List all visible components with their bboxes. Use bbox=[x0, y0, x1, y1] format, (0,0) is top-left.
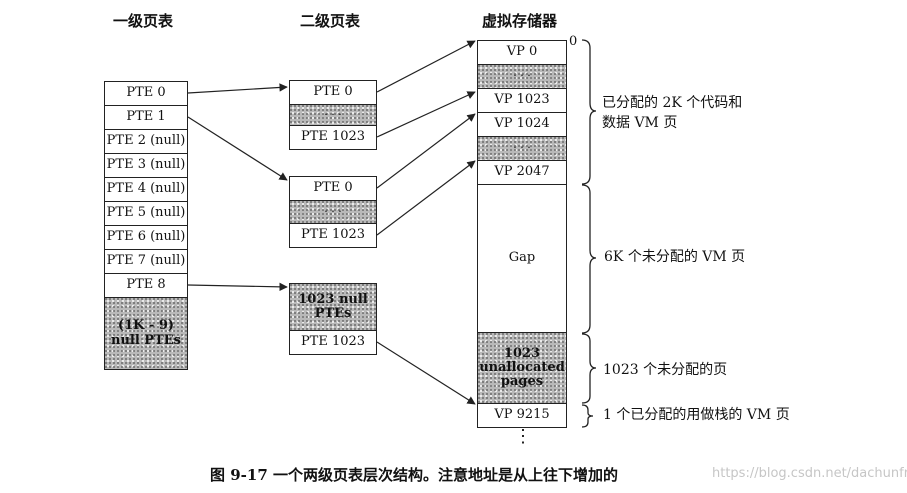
vm-ellipsis-1: · · · bbox=[477, 64, 567, 89]
l2b-pte-1023: PTE 1023 bbox=[289, 223, 377, 248]
l1-pte-7: PTE 7 (null) bbox=[104, 249, 188, 274]
arrow-l2c-pte1023-to-vp9215 bbox=[376, 341, 476, 405]
brace-unallocated bbox=[581, 333, 597, 404]
vp-9215: VP 9215 bbox=[477, 403, 567, 428]
arrow-l1pte0-to-l2a bbox=[187, 83, 288, 94]
arrow-l1pte8-to-l2c bbox=[187, 282, 288, 292]
vm-unallocated-pages: 1023 unallocated pages bbox=[477, 332, 567, 404]
l1-pte-8: PTE 8 bbox=[104, 273, 188, 298]
annotation-allocated: 已分配的 2K 个代码和 数据 VM 页 bbox=[602, 95, 743, 131]
vm-continuation: ⋮ bbox=[514, 426, 532, 447]
vm-zero-label: 0 bbox=[569, 34, 578, 49]
header-level2: 二级页表 bbox=[300, 12, 361, 30]
arrow-l1pte1-to-l2b bbox=[187, 116, 288, 181]
header-level1: 一级页表 bbox=[113, 12, 174, 30]
arrow-l2b-pte1023-to-vp2047 bbox=[376, 160, 476, 236]
l2c-null-ptes: 1023 null PTEs bbox=[289, 283, 377, 331]
arrow-l2b-pte0-to-vp1024 bbox=[376, 113, 476, 189]
annotation-stack: 1 个已分配的用做栈的 VM 页 bbox=[603, 407, 790, 423]
brace-stack bbox=[581, 404, 594, 428]
arrow-l2a-pte1023-to-vp1023 bbox=[376, 91, 476, 138]
annotation-unallocated-1023: 1023 个未分配的页 bbox=[603, 362, 728, 378]
arrow-l2a-pte0-to-vp0 bbox=[376, 40, 476, 93]
l1-null-ptes: (1K - 9) null PTEs bbox=[104, 297, 188, 370]
l2a-pte-1023: PTE 1023 bbox=[289, 125, 377, 150]
l1-pte-4: PTE 4 (null) bbox=[104, 177, 188, 202]
l1-pte-1: PTE 1 bbox=[104, 105, 188, 130]
l2c-pte-1023: PTE 1023 bbox=[289, 330, 377, 355]
l1-pte-2: PTE 2 (null) bbox=[104, 129, 188, 154]
watermark: https://blog.csdn.net/dachunfree bbox=[712, 466, 907, 481]
vp-1023: VP 1023 bbox=[477, 88, 567, 113]
l1-pte-3: PTE 3 (null) bbox=[104, 153, 188, 178]
header-vm: 虚拟存储器 bbox=[482, 12, 558, 30]
annotation-unallocated-6k: 6K 个未分配的 VM 页 bbox=[604, 249, 746, 265]
figure-caption: 图 9-17 一个两级页表层次结构。注意地址是从上往下增加的 bbox=[210, 466, 618, 484]
brace-gap bbox=[581, 184, 597, 334]
vm-ellipsis-2: · · · bbox=[477, 136, 567, 161]
l2b-ellipsis: · · · bbox=[289, 200, 377, 224]
brace-allocated bbox=[581, 39, 597, 185]
vp-1024: VP 1024 bbox=[477, 112, 567, 137]
